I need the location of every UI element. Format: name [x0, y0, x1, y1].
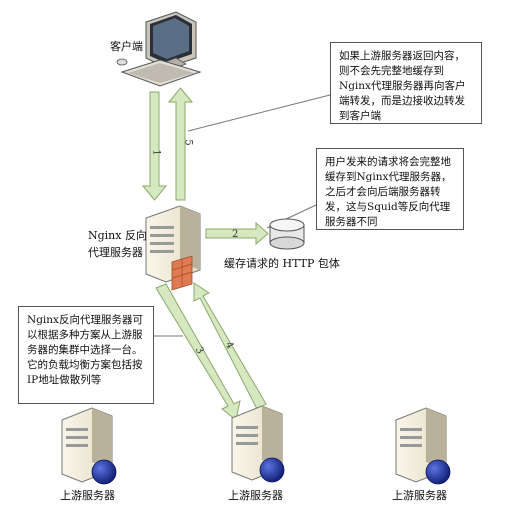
- client-label: 客户端: [110, 40, 143, 53]
- proxy-label-line1: Nginx 反向: [88, 229, 147, 242]
- upstream-middle-label: 上游服务器: [228, 489, 283, 502]
- step-2-label: 2: [232, 229, 239, 240]
- upstream-server-middle-icon: [231, 405, 285, 483]
- upstream-server-right-icon: [395, 407, 451, 485]
- response-note-text: 如果上游服务器返回内容，则不会先完整地缓存到Nginx代理服务器再向客户端转发，…: [339, 50, 466, 122]
- arrow-forward-to-upstream: [155, 283, 241, 421]
- cache-storage-icon: [269, 218, 305, 250]
- proxy-server-icon: [145, 205, 201, 291]
- step-5-label: 5: [182, 139, 194, 146]
- request-note: 用户发来的请求将会完整地缓存到Nginx代理服务器，之后才会向后端服务器转发，这…: [316, 148, 464, 230]
- upstream-right-label: 上游服务器: [392, 489, 447, 502]
- upstream-server-left-icon: [61, 407, 117, 485]
- client-computer-icon: [116, 11, 202, 87]
- arrow-upstream-response: [193, 282, 267, 410]
- load-balance-note: Nginx反向代理服务器可以根据多种方案从上游服务器的集群中选择一台。它的负载均…: [18, 306, 154, 404]
- step-1-label: 1: [150, 149, 162, 156]
- proxy-label-line2: 代理服务器: [88, 246, 143, 259]
- response-note: 如果上游服务器返回内容，则不会先完整地缓存到Nginx代理服务器再向客户端转发，…: [330, 42, 482, 124]
- request-note-text: 用户发来的请求将会完整地缓存到Nginx代理服务器，之后才会向后端服务器转发，这…: [325, 156, 452, 228]
- arrow-cache-body: [205, 221, 269, 246]
- arrow-response-to-client: [167, 87, 194, 201]
- arrow-request-to-proxy: [141, 91, 168, 201]
- response-note-connector: [187, 94, 331, 132]
- load-balance-note-text: Nginx反向代理服务器可以根据多种方案从上游服务器的集群中选择一台。它的负载均…: [27, 314, 143, 386]
- cache-label: 缓存请求的 HTTP 包体: [224, 257, 340, 270]
- upstream-left-label: 上游服务器: [60, 489, 115, 502]
